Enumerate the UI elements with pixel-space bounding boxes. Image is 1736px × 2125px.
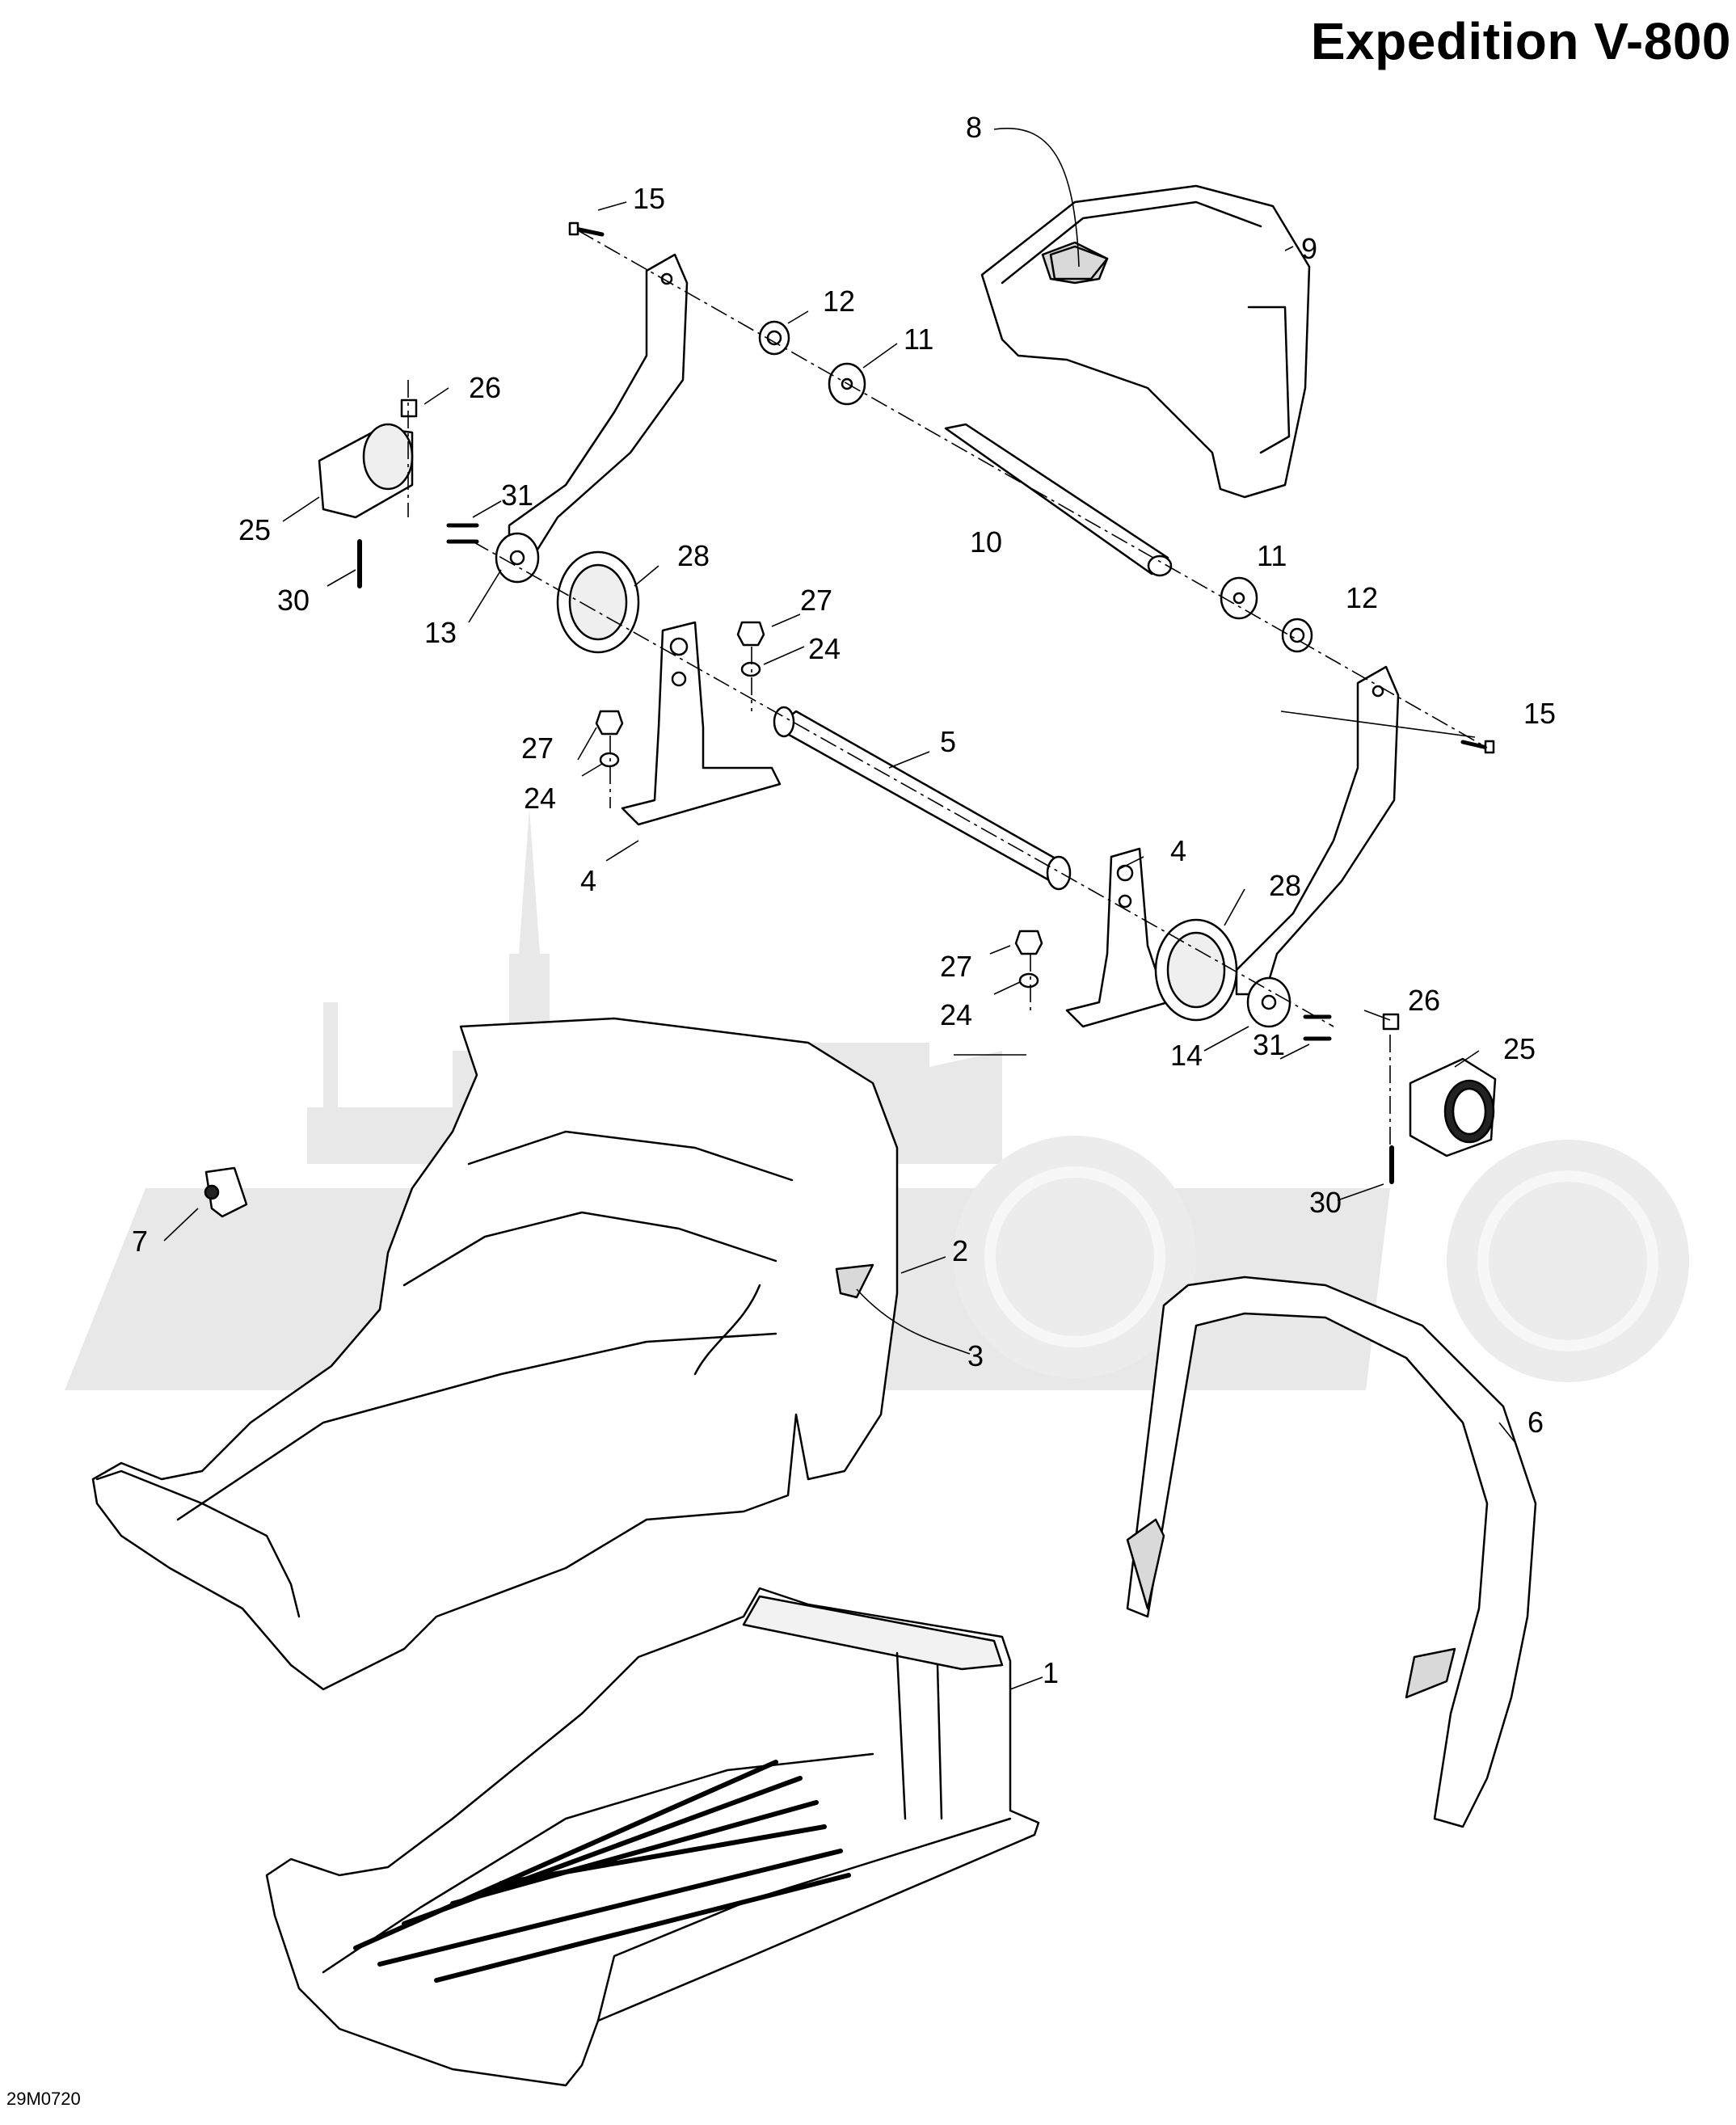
callout-4-right: 4	[1170, 834, 1186, 867]
callout-13: 13	[424, 616, 457, 649]
nut-27-b	[595, 710, 624, 736]
callout-9: 9	[1301, 232, 1317, 265]
callouts: 1 2 3 4 4 5 6 7 8 9 10 11 11 12 12 13 14…	[132, 111, 1556, 1689]
callout-26-right: 26	[1408, 984, 1440, 1017]
callout-27-c: 27	[940, 950, 972, 983]
callout-30-right: 30	[1309, 1186, 1342, 1219]
callout-31-left: 31	[501, 479, 533, 512]
bushing-12-left	[758, 320, 790, 356]
callout-11-left: 11	[904, 323, 933, 356]
nut-27-a	[736, 621, 765, 647]
screw-31-left	[446, 523, 479, 544]
diagram-title: Expedition V-800	[1310, 12, 1731, 70]
washer-24-c	[1018, 972, 1039, 989]
callout-25-right: 25	[1503, 1032, 1536, 1065]
callout-15-right: 15	[1523, 697, 1556, 730]
callout-27-b: 27	[521, 732, 554, 765]
callout-11-right: 11	[1257, 539, 1287, 572]
callout-2: 2	[952, 1234, 968, 1267]
seat-base-part	[265, 1587, 1040, 2087]
bushing-12-right	[1281, 618, 1313, 653]
screw-15-left	[568, 221, 605, 237]
callout-1: 1	[1043, 1656, 1059, 1689]
callout-12-right: 12	[1346, 581, 1378, 614]
washer-24-b	[599, 752, 620, 768]
callout-10: 10	[970, 525, 1002, 559]
callout-30-left: 30	[277, 584, 310, 617]
bracket-left-part	[621, 621, 782, 826]
callout-5: 5	[940, 725, 956, 758]
screw-31-right	[1303, 1014, 1332, 1041]
washer-24-a	[740, 661, 761, 677]
callout-24-b: 24	[524, 782, 556, 815]
washer-14	[1246, 976, 1291, 1028]
callout-31-right: 31	[1253, 1028, 1285, 1061]
callout-3: 3	[967, 1339, 984, 1372]
callout-28-left: 28	[677, 539, 710, 572]
plate-left-part	[556, 550, 640, 654]
clip-26-left	[400, 398, 418, 418]
callout-25-left: 25	[238, 513, 271, 546]
washer-13	[495, 532, 540, 584]
callout-6: 6	[1527, 1406, 1544, 1439]
decal-3	[835, 1263, 874, 1299]
screw-15-right	[1460, 740, 1495, 754]
clip-26-right	[1382, 1013, 1400, 1031]
callout-12-left: 12	[823, 285, 855, 318]
arm-left-part	[508, 253, 689, 551]
callout-14: 14	[1170, 1039, 1203, 1072]
plate-right-part	[1154, 918, 1238, 1022]
ratchet-right-part	[1409, 1057, 1497, 1157]
callout-15-left: 15	[633, 182, 665, 215]
clip-7-part	[204, 1166, 248, 1218]
watermark-wheel	[984, 1166, 1658, 1351]
nut-27-c	[1014, 930, 1043, 955]
tube-part	[944, 423, 1173, 577]
axle-part	[773, 706, 1072, 891]
washer-11-right	[1220, 576, 1258, 620]
strap-part	[1126, 1275, 1537, 1828]
ratchet-left-part	[318, 423, 414, 519]
callout-28-right: 28	[1269, 869, 1301, 902]
seat-cover-part	[91, 1017, 899, 1691]
callout-4-left: 4	[580, 864, 596, 897]
callout-27-a: 27	[800, 584, 832, 617]
leader-lines	[163, 128, 1516, 1690]
diagram-code: 29M0720	[6, 2089, 81, 2109]
callout-24-c: 24	[940, 998, 972, 1031]
assembly-axis-lines	[407, 230, 1488, 1148]
callout-26-left: 26	[469, 371, 501, 404]
callout-8: 8	[966, 111, 982, 144]
backrest-part	[980, 184, 1311, 499]
callout-24-a: 24	[808, 632, 841, 665]
callout-7: 7	[132, 1225, 148, 1258]
